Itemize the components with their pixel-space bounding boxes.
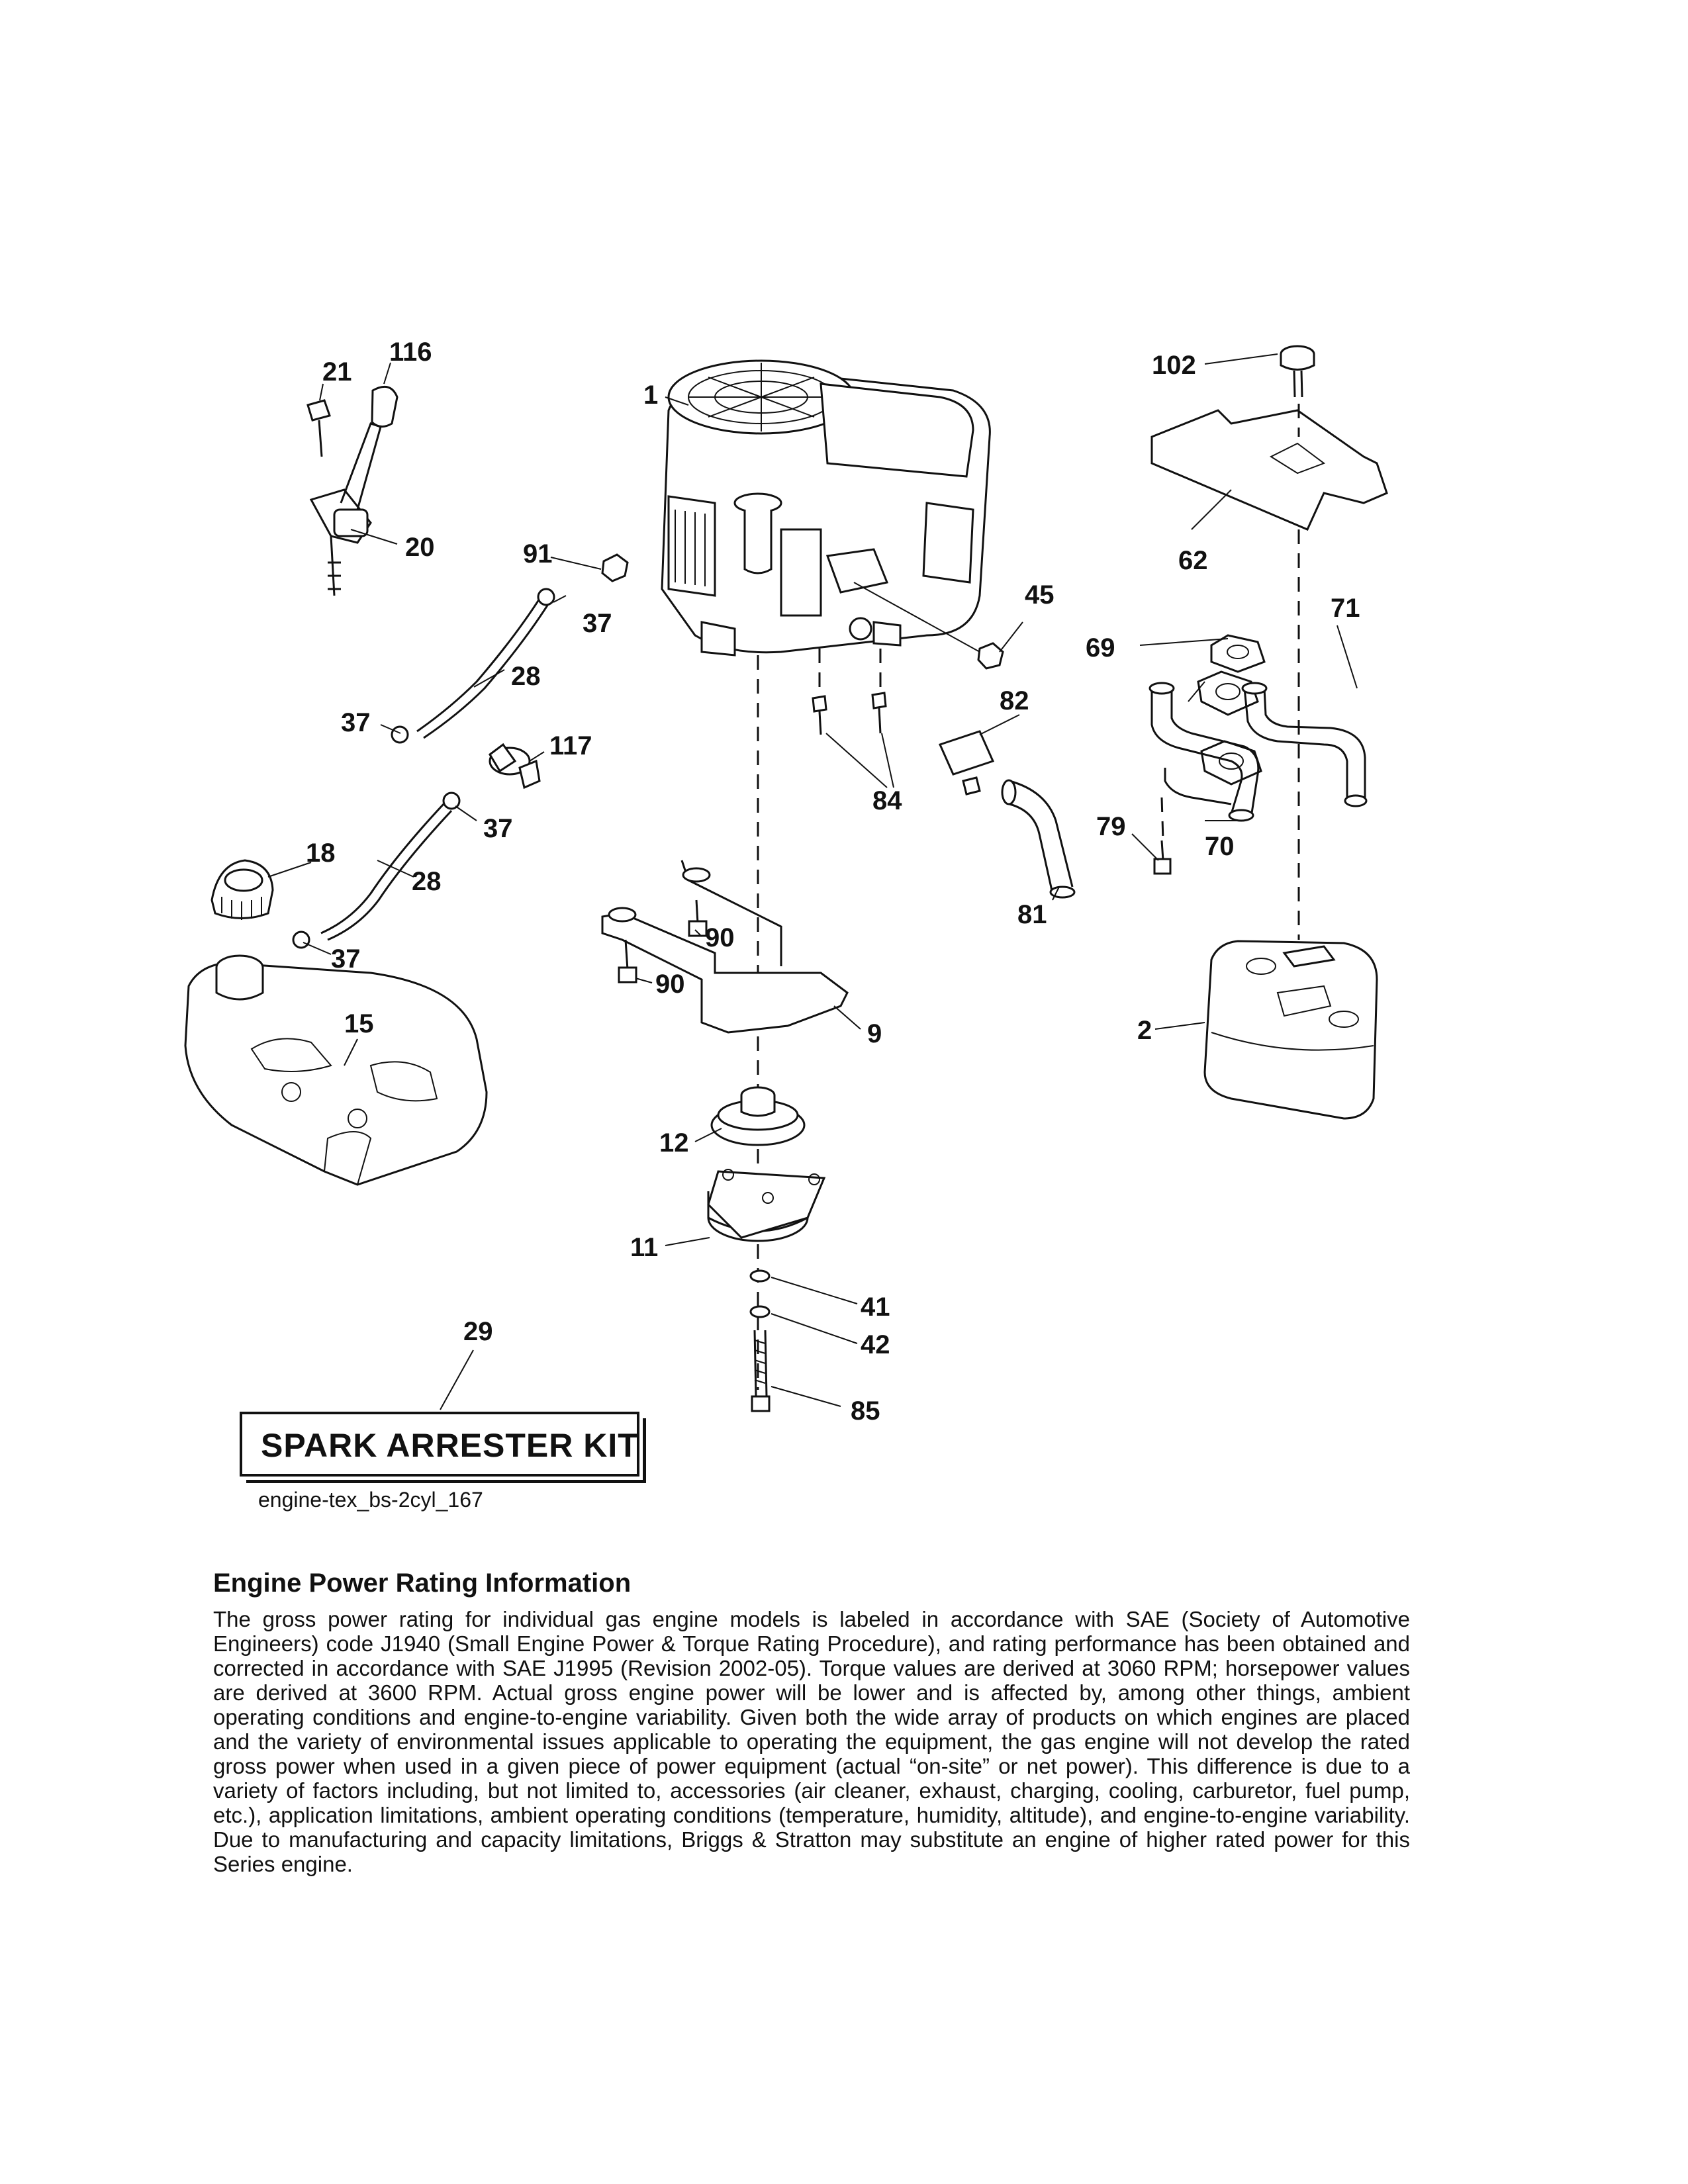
callout-42: 42 (861, 1330, 890, 1359)
callout-81: 81 (1017, 900, 1047, 929)
callout-18: 18 (306, 839, 336, 868)
callout-84: 84 (872, 786, 902, 815)
throttle-control-part (309, 422, 382, 596)
spark-arrester-kit-label: SPARK ARRESTER KIT (261, 1427, 639, 1464)
bolt-90-part (618, 899, 708, 983)
callout-91: 91 (523, 539, 553, 569)
shutoff-valve-117-part (489, 743, 541, 790)
callout-37-upper: 37 (583, 609, 612, 638)
callout-1: 1 (643, 381, 658, 410)
exhaust-pipe-70-part (1149, 682, 1260, 822)
washer-41-part (749, 1269, 771, 1283)
callout-12: 12 (659, 1128, 689, 1158)
callout-69: 69 (1086, 633, 1115, 662)
muffler-2-part (1203, 940, 1378, 1120)
callout-117: 117 (549, 731, 592, 760)
callout-71: 71 (1331, 594, 1360, 623)
leader-lines (267, 353, 1358, 1410)
callout-37-lower: 37 (331, 944, 361, 974)
callout-90-right: 90 (705, 923, 735, 952)
connector-82-part (938, 730, 995, 796)
callout-90-left: 90 (655, 970, 685, 999)
fuel-tank-15-part (184, 954, 488, 1186)
spark-arrester-kit-box: SPARK ARRESTER KIT (240, 1412, 646, 1483)
callout-116: 116 (389, 338, 432, 367)
bolt-85-part (751, 1330, 771, 1412)
callout-45: 45 (1025, 580, 1055, 610)
engine-part (661, 359, 991, 657)
heat-shield-62-part (1150, 409, 1388, 531)
exhaust-pipe-71-part (1241, 682, 1368, 807)
mount-plate-9-part (601, 860, 849, 1034)
fuel-filter-91-part (601, 553, 629, 582)
bolt-79-part (1153, 797, 1172, 875)
callout-62: 62 (1178, 546, 1208, 575)
screw-21-part (306, 399, 331, 457)
gasket-69-part (1197, 634, 1266, 786)
fuel-line-upper-part (391, 588, 555, 744)
callout-11: 11 (630, 1233, 658, 1262)
callout-102: 102 (1152, 351, 1196, 380)
callout-41: 41 (861, 1293, 890, 1322)
callout-79: 79 (1096, 812, 1126, 841)
callout-37-mid: 37 (483, 814, 513, 843)
callout-28-lower: 28 (412, 867, 442, 896)
knob-116-part (371, 385, 399, 428)
power-rating-paragraph: The gross power rating for individual ga… (213, 1607, 1410, 1876)
washer-42-part (749, 1305, 771, 1318)
diagram-reference-code: engine-tex_bs-2cyl_167 (258, 1488, 483, 1512)
callout-70: 70 (1205, 832, 1235, 861)
fuel-cap-18-part (211, 859, 274, 920)
engine-parts-diagram: 21 116 20 1 91 37 28 37 117 37 18 28 37 … (184, 338, 1388, 1426)
callout-20: 20 (405, 533, 435, 562)
nut-45-part (977, 642, 1004, 670)
callout-29: 29 (463, 1317, 493, 1346)
callout-15: 15 (344, 1009, 374, 1038)
callout-9: 9 (867, 1019, 882, 1048)
section-title: Engine Power Rating Information (213, 1569, 632, 1598)
callout-37-left: 37 (341, 708, 371, 737)
pulley-12-part (710, 1086, 806, 1146)
callout-21: 21 (322, 357, 352, 387)
callout-85: 85 (851, 1396, 880, 1426)
bolt-102-part (1280, 345, 1315, 398)
bolt-84-part (812, 649, 887, 735)
callout-2: 2 (1137, 1016, 1152, 1045)
hose-81-part (1001, 779, 1076, 899)
clutch-11-part (707, 1169, 826, 1242)
callout-28-upper: 28 (511, 662, 541, 691)
callout-82: 82 (1000, 686, 1029, 715)
